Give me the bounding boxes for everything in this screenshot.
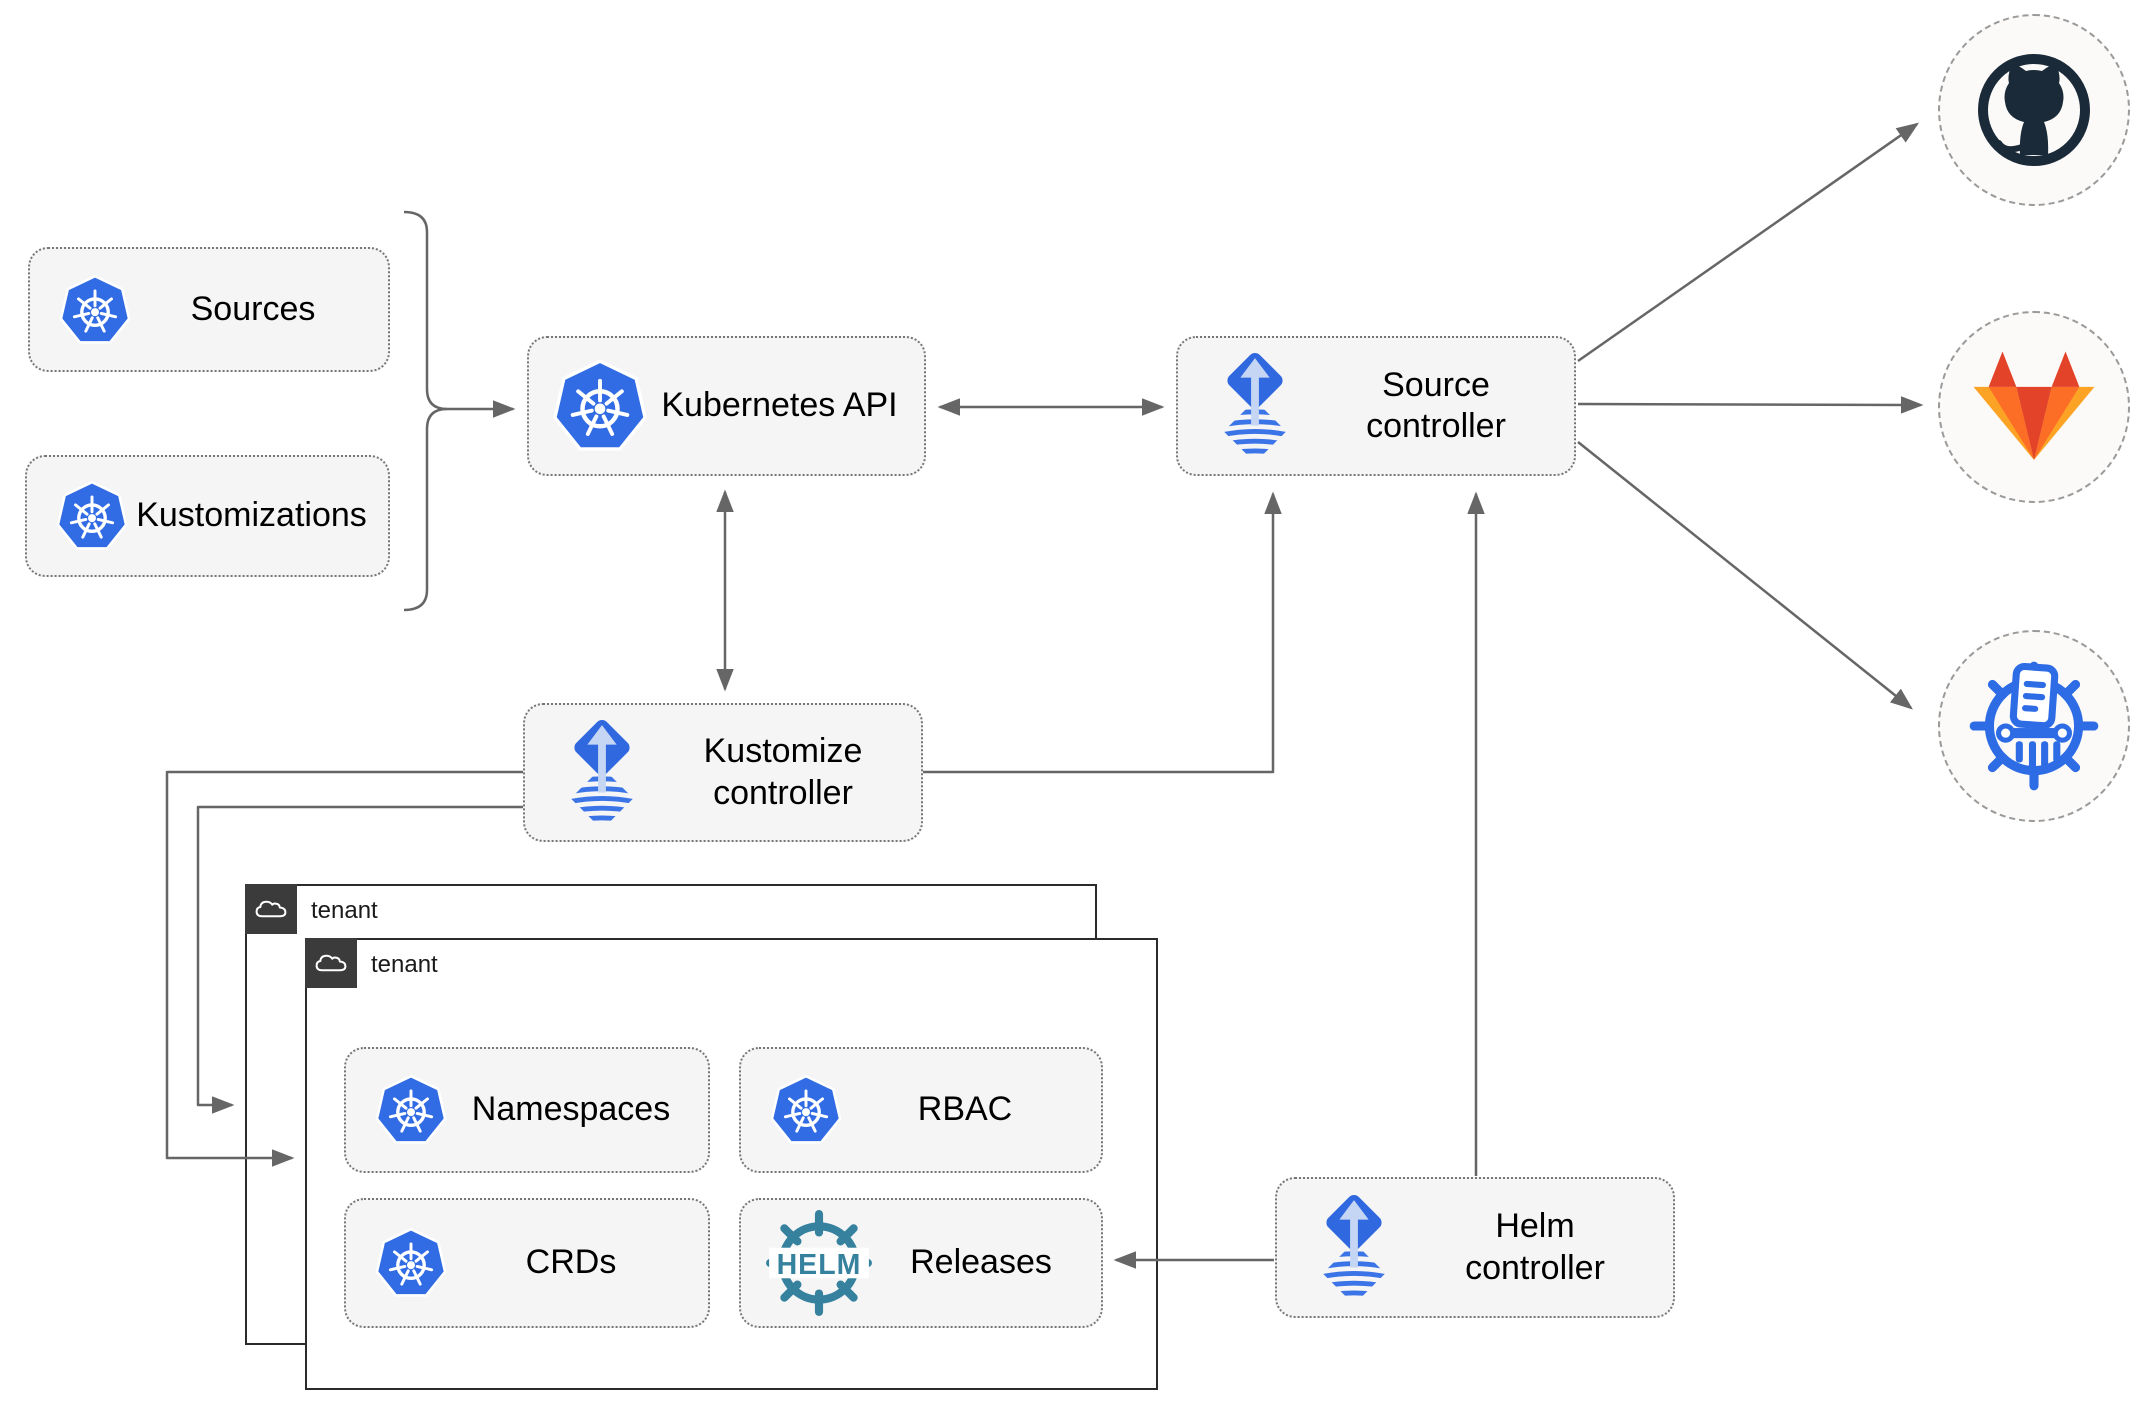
node-rbac: RBAC	[739, 1047, 1103, 1173]
node-source-controller: Source controller	[1176, 336, 1576, 476]
node-label: RBAC	[917, 1090, 1013, 1129]
edge-bracket-top	[403, 210, 448, 411]
kubernetes-icon	[58, 274, 132, 346]
flux-icon	[559, 716, 645, 830]
chartmuseum-icon	[1958, 650, 2110, 802]
cloud-icon	[313, 950, 349, 976]
edge-source-to-github	[1577, 122, 1920, 363]
node-label: Kustomizations	[136, 496, 367, 535]
node-label: Kustomize controller	[703, 732, 863, 812]
helm-icon	[763, 1207, 875, 1319]
cloud-icon	[253, 896, 289, 922]
node-sources: Sources	[28, 247, 390, 372]
node-label: Namespaces	[471, 1090, 671, 1129]
target-gitlab	[1938, 311, 2130, 503]
node-releases: Releases	[739, 1198, 1103, 1328]
tenant-label: tenant	[311, 897, 378, 924]
edge-source-to-chartmuseum	[1577, 441, 1913, 710]
edge-bracket-bottom	[403, 407, 448, 612]
node-kubernetes-api: Kubernetes API	[527, 336, 926, 476]
flux-icon	[1212, 349, 1298, 463]
flux-icon	[1311, 1191, 1397, 1305]
node-label: Releases	[910, 1243, 1052, 1282]
node-label: Sources	[190, 289, 316, 328]
node-crds: CRDs	[344, 1198, 710, 1328]
target-github	[1938, 14, 2130, 206]
node-label: Kubernetes API	[661, 386, 898, 425]
target-chartmuseum	[1938, 630, 2130, 822]
node-kustomizations: Kustomizations	[25, 455, 390, 577]
kubernetes-icon	[55, 480, 129, 552]
edge-source-to-gitlab	[1577, 396, 1924, 414]
kubernetes-icon	[551, 358, 649, 454]
kubernetes-icon	[769, 1074, 843, 1146]
node-label: CRDs	[525, 1243, 617, 1282]
tenant-label: tenant	[371, 951, 438, 978]
tenant-tab	[245, 884, 297, 934]
node-label: Helm controller	[1465, 1207, 1605, 1287]
edge-kustomize-to-source	[923, 491, 1282, 774]
github-icon	[1974, 50, 2094, 170]
gitlab-icon	[1971, 349, 2097, 465]
tenant-tab	[305, 938, 357, 988]
node-label: Source controller	[1366, 365, 1506, 445]
kubernetes-icon	[374, 1227, 448, 1299]
kubernetes-icon	[374, 1074, 448, 1146]
node-helm-controller: Helm controller	[1275, 1177, 1675, 1318]
node-kustomize-controller: Kustomize controller	[523, 703, 923, 842]
node-namespaces: Namespaces	[344, 1047, 710, 1173]
